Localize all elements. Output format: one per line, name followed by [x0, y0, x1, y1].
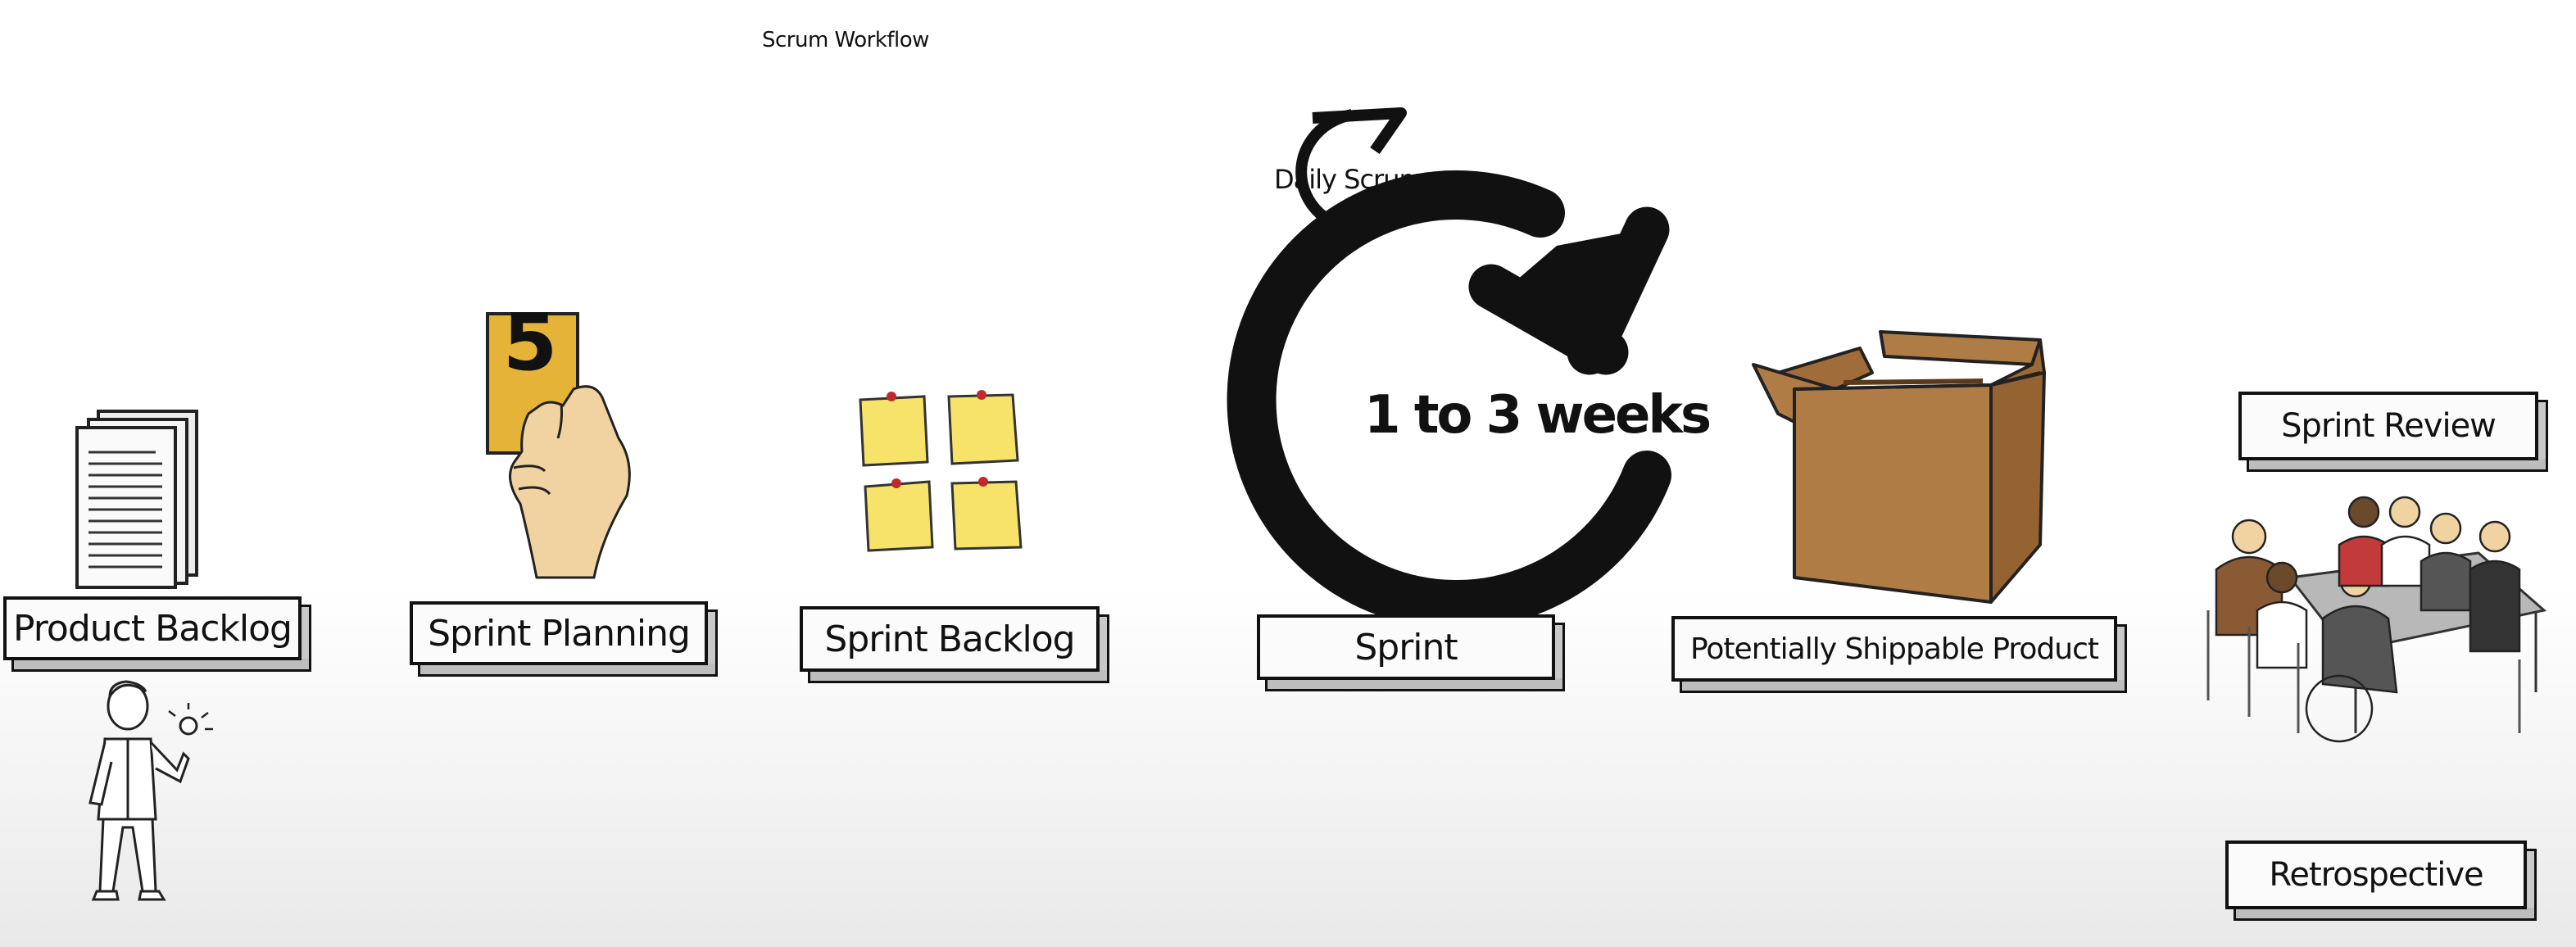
sprint-planning-label: Sprint Planning [410, 601, 708, 665]
sprint-label: Sprint [1257, 614, 1555, 680]
sprint-plate: Sprint [1257, 614, 1565, 691]
diagram-title: Scrum Workflow [762, 28, 929, 52]
documents-icon [75, 410, 198, 589]
product-backlog-plate: Product Backlog [3, 596, 311, 672]
sprint-review-label: Sprint Review [2238, 392, 2538, 460]
product-owner-icon [88, 680, 213, 901]
sprint-review-plate: Sprint Review [2238, 392, 2548, 472]
sprint-planning-plate: Sprint Planning [410, 601, 718, 677]
card-number: 5 [503, 307, 558, 388]
product-backlog-label: Product Backlog [3, 596, 302, 660]
sprint-backlog-label: Sprint Backlog [800, 606, 1100, 672]
sprint-cycle-icon [1227, 107, 1671, 623]
sprint-duration-label: 1 to 3 weeks [1364, 385, 1712, 446]
shippable-product-plate: Potentially Shippable Product [1671, 616, 2127, 693]
sprint-backlog-plate: Sprint Backlog [800, 606, 1109, 683]
team-meeting-icon [2206, 496, 2547, 743]
cardboard-box-icon [1752, 330, 2046, 604]
shippable-product-label: Potentially Shippable Product [1671, 616, 2117, 682]
sticky-notes-icon [859, 390, 1023, 552]
daily-scrum-label: Daily Scrum [1274, 164, 1425, 195]
retrospective-plate: Retrospective [2225, 841, 2537, 921]
retrospective-label: Retrospective [2225, 841, 2527, 909]
planning-card-icon: 5 [486, 307, 631, 579]
